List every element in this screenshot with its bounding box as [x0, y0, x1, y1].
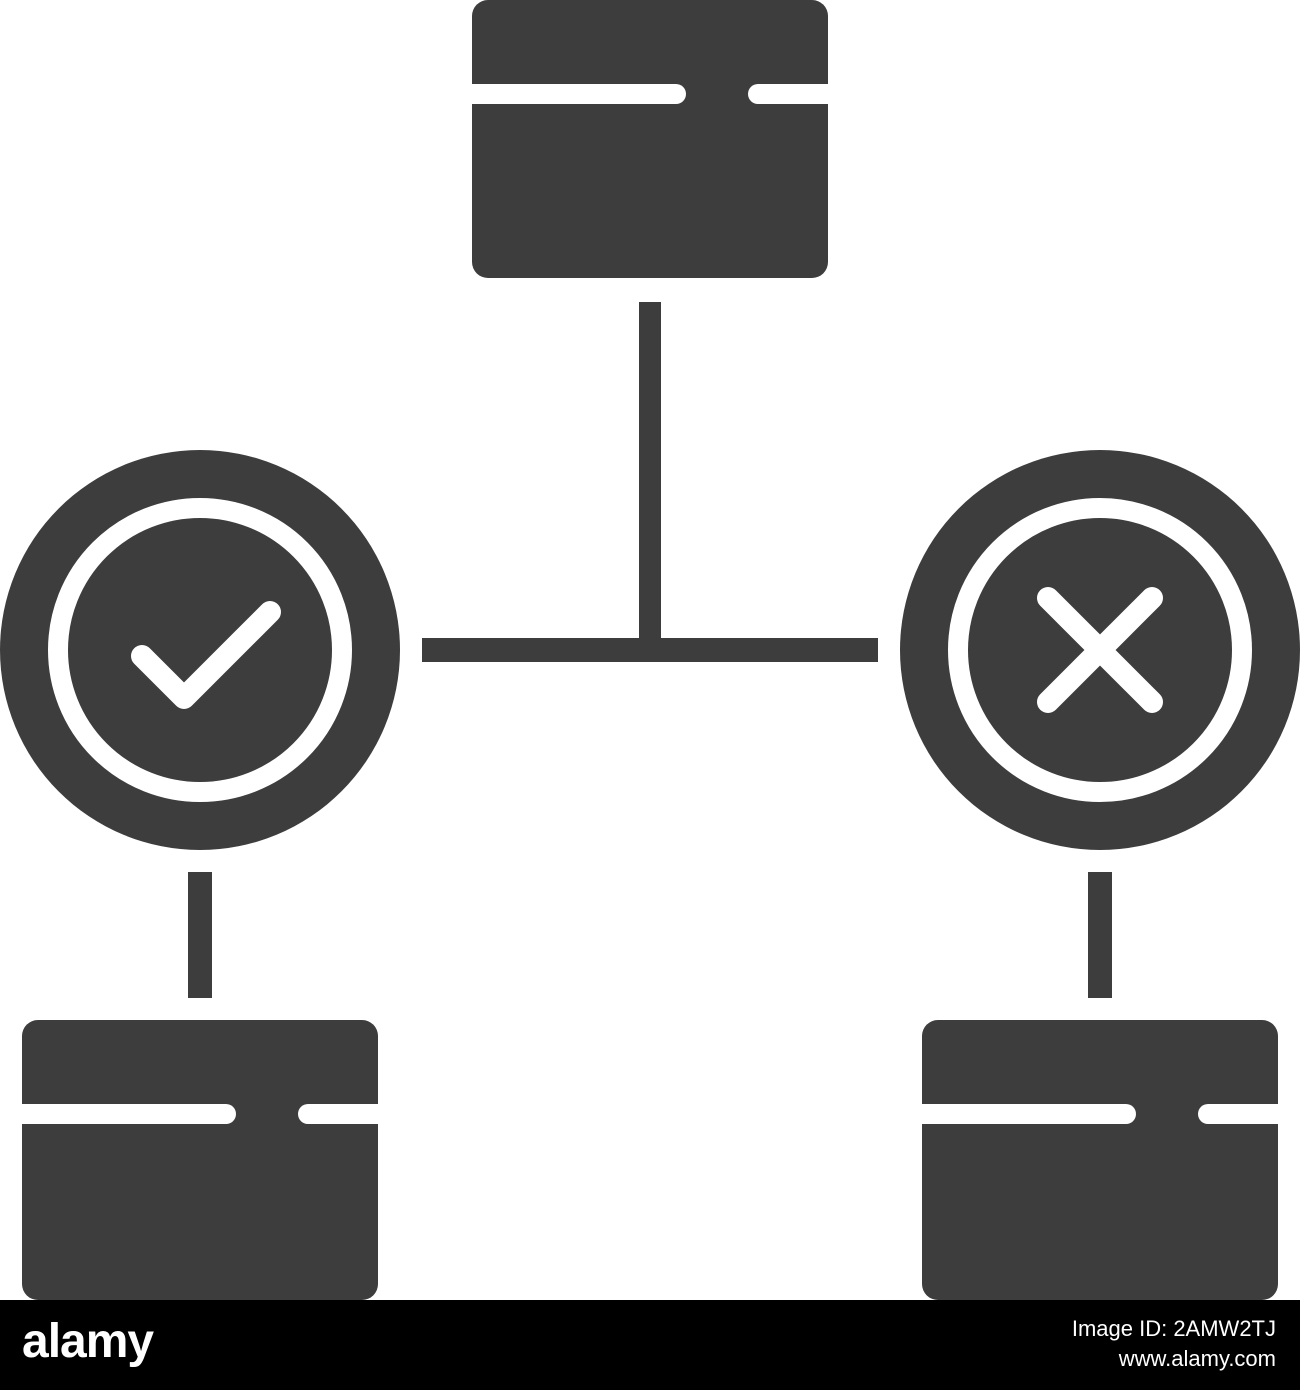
bottom-left-box	[22, 1020, 378, 1300]
connector-lines	[188, 302, 1112, 998]
connector-horizontal	[422, 638, 878, 662]
card-stripe-left-edge	[22, 1104, 42, 1124]
top-box	[472, 0, 828, 278]
flowchart-diagram	[0, 0, 1300, 1300]
card-stripe-left-edge	[472, 84, 492, 104]
card-stripe-right-edge	[358, 1104, 378, 1124]
card-stripe-left	[922, 1104, 1136, 1124]
connector-top-vertical	[639, 302, 661, 642]
bottom-right-box	[922, 1020, 1278, 1300]
watermark-info: Image ID: 2AMW2TJ www.alamy.com	[1072, 1314, 1276, 1374]
card-stripe-right-edge	[808, 84, 828, 104]
card-stripe-left	[22, 1104, 236, 1124]
watermark-site: www.alamy.com	[1118, 1346, 1276, 1371]
card-stripe-left-edge	[922, 1104, 942, 1124]
decision-circle-ring	[948, 498, 1252, 802]
card-icon	[922, 1020, 1278, 1300]
watermark-logo: alamy	[22, 1315, 154, 1368]
checkmark-icon	[131, 601, 281, 709]
watermark-bar: alamy Image ID: 2AMW2TJ www.alamy.com	[0, 1300, 1300, 1390]
decision-circle-ring	[48, 498, 352, 802]
watermark-image-id: Image ID: 2AMW2TJ	[1071, 1316, 1276, 1341]
cross-icon	[1037, 587, 1163, 713]
card-icon	[22, 1020, 378, 1300]
approved-decision	[0, 450, 400, 850]
connector-left-vertical	[188, 872, 212, 998]
rejected-decision	[900, 450, 1300, 850]
card-stripe-left	[472, 84, 686, 104]
connector-right-vertical	[1088, 872, 1112, 998]
card-icon	[472, 0, 828, 278]
card-stripe-right-edge	[1258, 1104, 1278, 1124]
